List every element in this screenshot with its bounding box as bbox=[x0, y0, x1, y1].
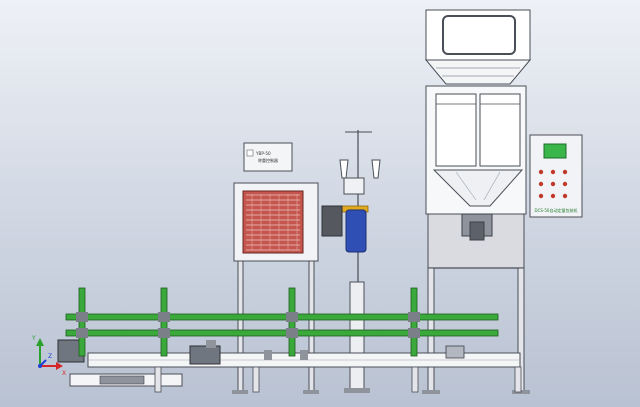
controller-label-text: 称重控制器 bbox=[258, 157, 278, 163]
touch-screen bbox=[543, 143, 567, 159]
axis-z-label: Z bbox=[48, 353, 52, 360]
control-buttons bbox=[538, 169, 568, 199]
radiator-grille bbox=[246, 194, 300, 251]
feed-hopper bbox=[424, 9, 532, 85]
thread-spool-left bbox=[339, 159, 349, 179]
coordinate-triad: Y X Z bbox=[31, 335, 66, 377]
sewing-stand bbox=[321, 130, 381, 393]
controller-model-text: YBP-50 bbox=[255, 151, 271, 156]
gearbox bbox=[189, 345, 221, 365]
axis-x-label: X bbox=[62, 370, 66, 377]
thread-spool-right bbox=[371, 159, 381, 179]
weigher-controller: YBP-50 称重控制器 bbox=[243, 142, 293, 172]
axis-y-label: Y bbox=[31, 335, 36, 342]
radiator-unit bbox=[232, 182, 319, 394]
conveyor-base bbox=[57, 339, 522, 393]
sewing-motor bbox=[345, 209, 367, 253]
guard-rails bbox=[65, 287, 499, 357]
control-cabinet: DCS-50自动定量包装机 bbox=[529, 134, 583, 218]
cabinet-nameplate: DCS-50自动定量包装机 bbox=[535, 207, 578, 213]
weighing-frame bbox=[422, 85, 530, 394]
